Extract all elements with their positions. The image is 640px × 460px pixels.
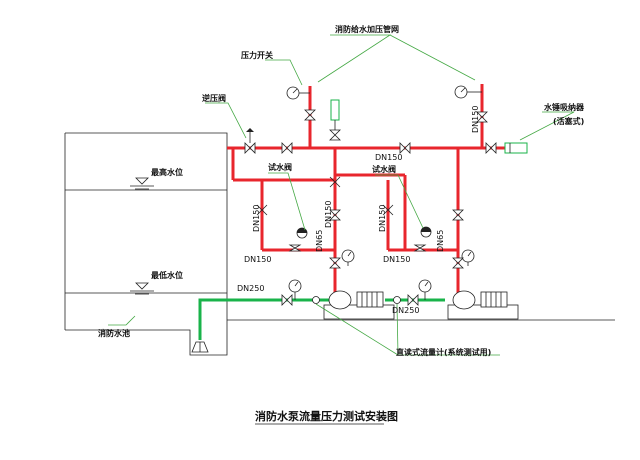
check-valve-icon [452,257,464,269]
label-pressurize-pipe: 消防给水加压管网 [335,24,399,34]
label-pressure-switch: 压力开关 [241,50,273,60]
water-surface-icon [130,177,154,190]
label-dn150-left-bottom: DN150 [244,255,271,264]
flow-meter-icon [312,296,320,304]
diagram-title: 消防水泵流量压力测试安装图 [255,409,398,423]
flow-meter-icon [288,227,308,252]
discharge-piping [227,84,505,300]
label-lowest-level: 最低水位 [151,270,183,280]
gate-valve-icon [304,109,316,121]
suction-bell [191,341,209,353]
label-water-hammer-sub: (活塞式) [553,116,584,126]
gate-valve-icon [407,294,419,306]
gate-valve-icon [329,209,341,221]
gate-valve-icon [476,111,488,123]
water-surface-icon [130,282,154,295]
test-valve-icon [329,176,341,188]
label-fire-pool: 消防水池 [98,328,130,338]
pressure-gauge-icon [341,249,355,266]
label-dn150-mid-vert: DN150 [324,201,333,228]
test-valve-icon [256,204,268,216]
label-test-valve-1: 试水阀 [268,162,292,172]
label-dn65-left: DN65 [315,230,324,252]
pressure-gauge-icon [461,249,475,266]
fire-water-tank [64,132,615,356]
gate-valve-icon [399,142,411,154]
flow-meter-icon [413,226,432,252]
pump-motor-icon [323,290,395,320]
label-dn65-right: DN65 [436,230,445,252]
label-dn150-right-bottom: DN150 [383,255,410,264]
pressure-gauge-icon [288,279,302,300]
gate-valve-icon [281,294,293,306]
water-hammer-arrestor-icon [504,142,528,154]
pressure-gauge-icon [418,279,432,300]
leader-lines [108,34,575,356]
pressure-gauge-icon [454,85,482,99]
label-test-valve-2: 试水阀 [372,164,396,174]
test-valve-icon [382,204,394,216]
label-flow-meter: 直读式流量计(系统测试用) [396,347,491,357]
label-dn150-vert-right: DN150 [471,106,480,133]
label-dn250-mid: DN250 [392,306,419,315]
label-highest-level: 最高水位 [151,167,183,177]
check-valve-icon [329,257,341,269]
pressure-switch-icon [329,99,341,141]
label-water-hammer: 水锤吸纳器 [543,102,585,112]
pump-motor-icon [447,290,519,320]
label-dn150-right-branch: DN150 [378,205,387,232]
gate-valve-icon [485,142,497,154]
label-dn150-left-branch: DN150 [252,205,261,232]
gate-valve-icon [281,142,293,154]
flow-meter-icon [393,296,401,304]
gate-valve-icon [452,209,464,221]
check-valve-icon [244,128,256,154]
label-dn150-main: DN150 [375,153,402,162]
label-dn250-suction: DN250 [237,284,264,293]
pressure-gauge-icon [286,86,310,100]
label-check-valve: 逆压阀 [202,93,226,103]
